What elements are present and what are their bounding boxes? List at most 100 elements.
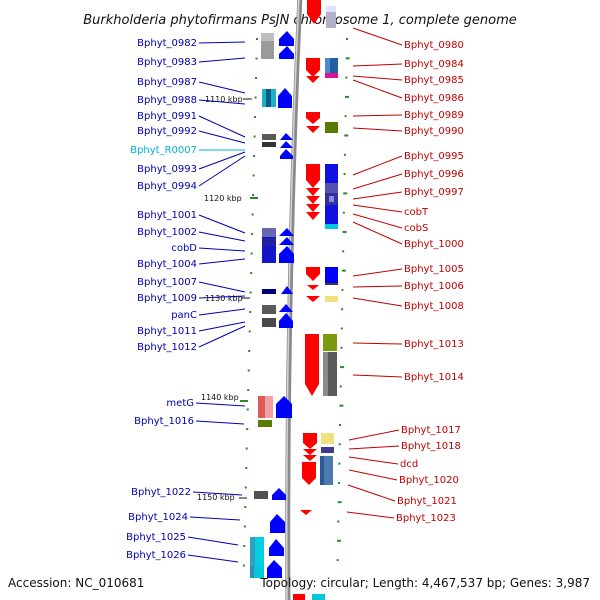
gene-box-bphyt-1007[interactable] [262,289,276,294]
gene-label-panc[interactable]: panC [171,310,197,321]
gene-body-bphyt-1004[interactable] [279,254,294,263]
arrow-down-bphyt-0990[interactable] [306,126,320,133]
gene-body-bphyt-0995[interactable] [306,164,320,180]
gene-label-bphyt-1014[interactable]: Bphyt_1014 [404,372,464,383]
gene-box-bphyt-0980[interactable] [326,6,336,28]
arrow-up-bphyt-1022[interactable] [272,488,286,495]
gene-label-bphyt-0993[interactable]: Bphyt_0993 [137,164,197,175]
gene-label-bphyt-1002[interactable]: Bphyt_1002 [137,227,197,238]
gene-label-bphyt-1020[interactable]: Bphyt_1020 [399,475,459,486]
arrow-down-bphyt-1014[interactable] [305,384,319,396]
gene-label-bphyt-1011[interactable]: Bphyt_1011 [137,326,197,337]
gene-label-bphyt-1000[interactable]: Bphyt_1000 [404,239,464,250]
gene-box-bphyt-0990[interactable] [325,122,338,133]
gene-label-dcd[interactable]: dcd [400,459,418,470]
gene-body-bphyt-0988[interactable] [278,96,292,108]
arrow-up-bphyt-0994[interactable] [280,149,293,156]
gene-label-bphyt-1012[interactable]: Bphyt_1012 [137,342,197,353]
arrow-up-bphyt-0988[interactable] [278,88,292,96]
gene-label-bphyt-1022[interactable]: Bphyt_1022 [131,487,191,498]
gene-label-bphyt-0990[interactable]: Bphyt_0990 [404,126,464,137]
gene-body-bphyt-0984[interactable] [306,58,320,70]
arrow-down-bphyt-0984[interactable] [306,70,320,77]
gene-label-bphyt-0980[interactable]: Bphyt_0980 [404,40,464,51]
gene-label-cobt[interactable]: cobT [404,207,429,218]
gene-label-bphyt-0996[interactable]: Bphyt_0996 [404,169,464,180]
gene-box-bphyt-1017[interactable] [321,433,334,444]
arrow-down-bphyt-0985[interactable] [306,76,320,83]
arrow-down-bphyt-1008[interactable] [306,296,320,302]
gene-body-bphyt-1012[interactable] [279,321,293,328]
arrow-down-cobs[interactable] [306,212,320,220]
arrow-up-bphyt-1024[interactable] [270,514,285,522]
gene-label-bphyt-0997[interactable]: Bphyt_0997 [404,187,464,198]
arrow-up-bphyt-0983[interactable] [279,46,294,54]
gene-label-bphyt-1007[interactable]: Bphyt_1007 [137,277,197,288]
gene-label-cobs[interactable]: cobS [404,223,428,234]
arrow-down-bphyt-1005[interactable] [306,274,320,281]
gene-label-bphyt-0986[interactable]: Bphyt_0986 [404,93,464,104]
gene-box-bphyt-1018[interactable] [321,447,334,453]
gene-body-bphyt-1022[interactable] [272,495,286,500]
arrow-up-bphyt-0991[interactable] [280,133,293,140]
gene-label-bphyt-1021[interactable]: Bphyt_1021 [397,496,457,507]
gene-label-bphyt-r0007[interactable]: Bphyt_R0007 [130,145,197,156]
arrow-up-bphyt-1025[interactable] [269,539,284,548]
gene-label-bphyt-0983[interactable]: Bphyt_0983 [137,57,197,68]
gene-label-bphyt-0991[interactable]: Bphyt_0991 [137,111,197,122]
gene-label-bphyt-0984[interactable]: Bphyt_0984 [404,59,464,70]
arrow-up-bphyt-1001[interactable] [279,228,294,236]
gene-body-metg[interactable] [276,404,292,418]
arrow-up-bphyt-1011[interactable] [279,313,293,321]
gene-label-bphyt-1004[interactable]: Bphyt_1004 [137,259,197,270]
gene-box-bphyt-1022[interactable] [254,491,268,499]
arrow-down-cobt[interactable] [306,204,320,212]
gene-box-panc[interactable] [262,305,276,314]
gene-box-bphyt-1000[interactable] [325,224,338,229]
gene-body-bphyt-0989[interactable] [306,112,320,118]
gene-box-bphyt-1016[interactable] [258,420,272,427]
arrow-up-metg[interactable] [276,396,292,404]
gene-body-bphyt-1013[interactable] [305,334,319,384]
gene-body-bphyt-1025[interactable] [269,548,284,556]
arrow-down-bphyt-1006[interactable] [307,285,319,290]
gene-box-bphyt-0985[interactable] [325,73,338,78]
arrow-up-bphyt-1007[interactable] [281,286,293,294]
gene-box-bphyt-1006[interactable] [325,283,338,285]
arrow-down-bphyt-0980[interactable] [307,14,321,24]
gene-box-bphyt-0991[interactable] [262,134,276,140]
arrow-down-bphyt-1020[interactable] [302,478,316,485]
arrow-up-bphyt-0982[interactable] [279,31,294,39]
gene-box-bphyt-1005[interactable] [325,267,338,283]
arrow-down-bphyt-0996[interactable] [306,188,320,196]
arrow-up-bphyt-0993[interactable] [280,141,293,148]
gene-body-bphyt-0980[interactable] [307,0,321,14]
arrow-down-bphyt-0989[interactable] [306,118,320,124]
gene-label-bphyt-0989[interactable]: Bphyt_0989 [404,110,464,121]
gene-label-bphyt-1026[interactable]: Bphyt_1026 [126,550,186,561]
gene-label-bphyt-0985[interactable]: Bphyt_0985 [404,75,464,86]
gene-box-bphyt-1008[interactable] [325,296,338,302]
arrow-down-bphyt-1023[interactable] [300,510,312,515]
arrow-up-panc[interactable] [279,304,293,312]
gene-label-metg[interactable]: metG [166,398,194,409]
arrow-down-bphyt-1017[interactable] [303,443,317,449]
arrow-up-bphyt-1026[interactable] [267,560,282,568]
arrow-down-bphyt-0997[interactable] [306,196,320,204]
arrow-up-bphyt-1002[interactable] [279,237,294,245]
gene-label-bphyt-0995[interactable]: Bphyt_0995 [404,151,464,162]
gene-body-bphyt-1017[interactable] [303,433,317,443]
arrow-up-cobd[interactable] [279,246,294,254]
gene-label-bphyt-1018[interactable]: Bphyt_1018 [401,441,461,452]
gene-box-bphyt-0992[interactable] [262,142,276,147]
gene-label-bphyt-1017[interactable]: Bphyt_1017 [401,425,461,436]
gene-label-bphyt-1025[interactable]: Bphyt_1025 [126,532,186,543]
gene-label-bphyt-1009[interactable]: Bphyt_1009 [137,293,197,304]
gene-label-cobd[interactable]: cobD [171,243,197,254]
gene-label-bphyt-1001[interactable]: Bphyt_1001 [137,210,197,221]
gene-body-bphyt-1005[interactable] [306,267,320,274]
gene-label-bphyt-0992[interactable]: Bphyt_0992 [137,126,197,137]
arrow-down-bphyt-1018[interactable] [303,449,317,455]
gene-label-bphyt-1013[interactable]: Bphyt_1013 [404,339,464,350]
arrow-down-bphyt-0995[interactable] [306,180,320,188]
